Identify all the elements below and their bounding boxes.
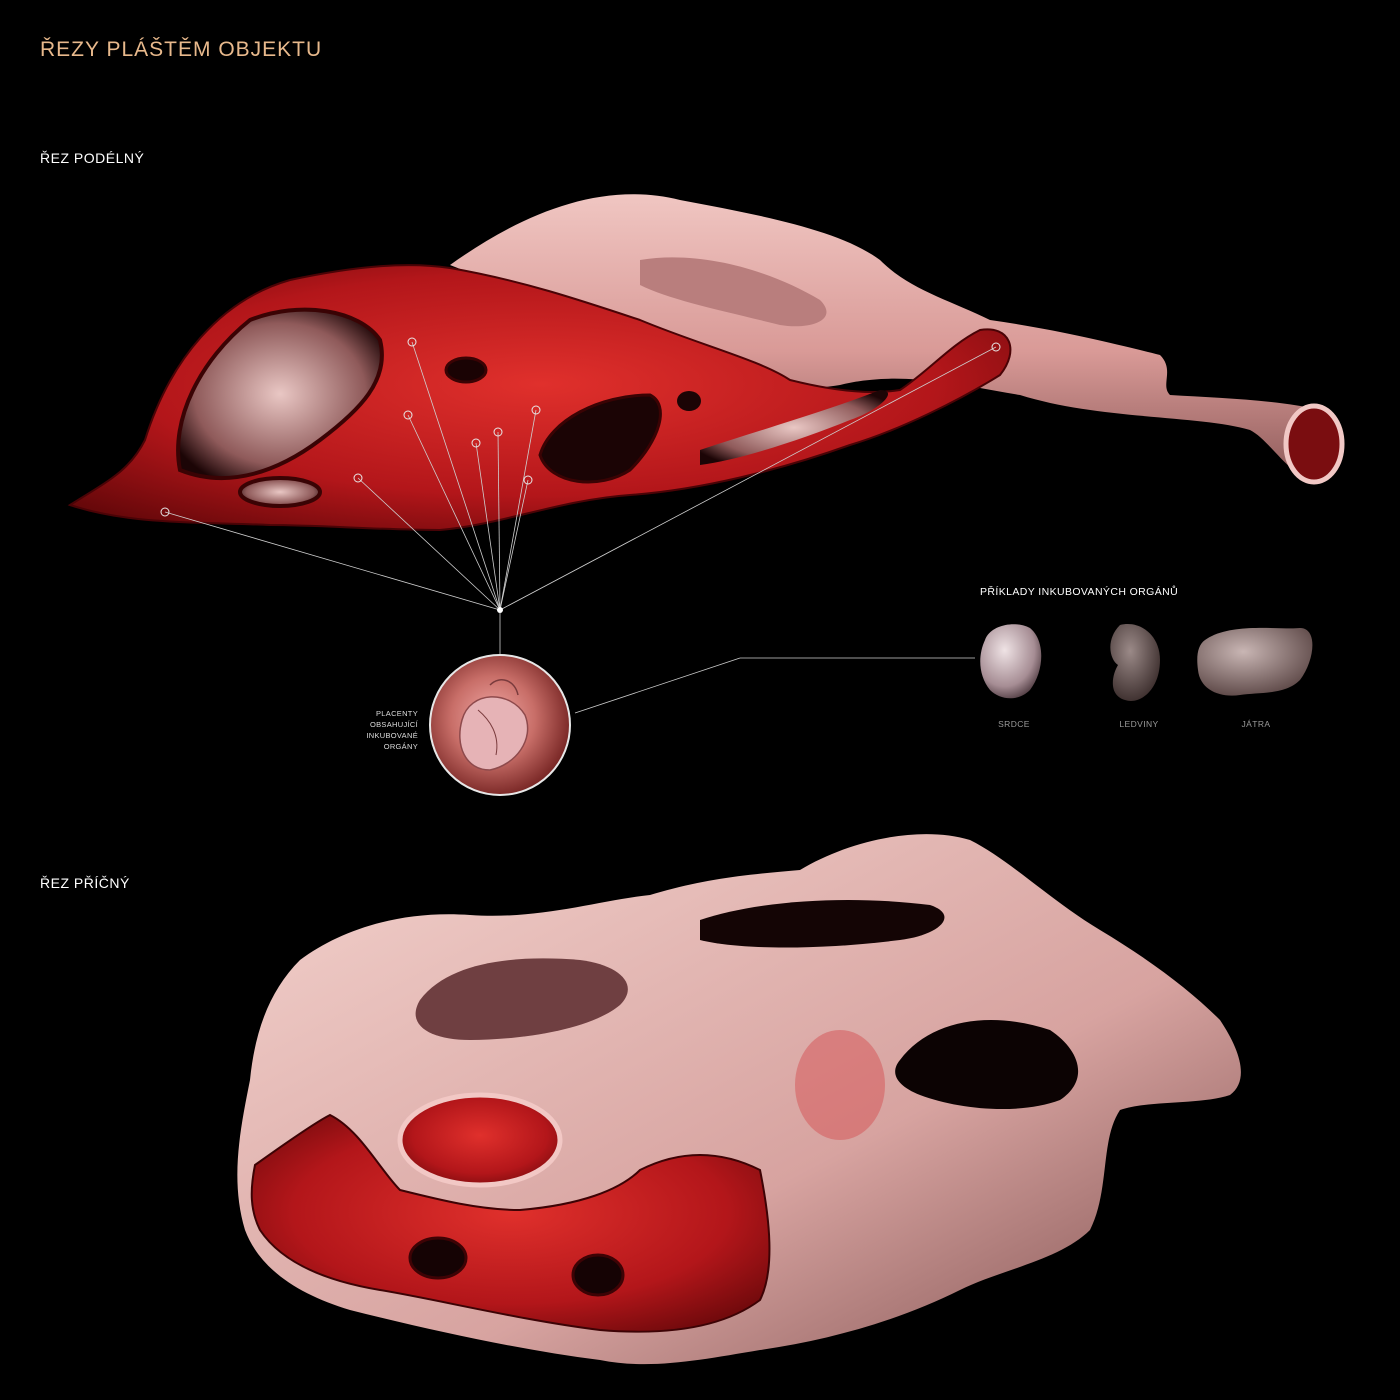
void-right-long bbox=[700, 390, 889, 465]
kidney-organ-icon bbox=[1110, 624, 1160, 701]
reddish-patch bbox=[795, 1030, 885, 1140]
ribbed-cavity bbox=[640, 257, 827, 327]
liver-organ-icon bbox=[1197, 627, 1313, 696]
leader-hub-dot bbox=[497, 607, 503, 613]
cross-section-illustration bbox=[237, 834, 1241, 1365]
void-right-small bbox=[677, 391, 701, 411]
placenta-caption-line: OBSAHUJÍCÍ bbox=[369, 720, 418, 729]
cut-section-front bbox=[250, 1113, 771, 1333]
leader-lines bbox=[164, 341, 997, 714]
section-title-longitudinal: ŘEZ PODÉLNÝ bbox=[40, 150, 145, 166]
placenta-caption: PLACENTY OBSAHUJÍCÍ INKUBOVANÉ ORGÁNY bbox=[298, 708, 418, 752]
opening-right bbox=[895, 1020, 1079, 1110]
section-title-cross: ŘEZ PŘÍČNÝ bbox=[40, 875, 130, 891]
cross-void-left bbox=[408, 1236, 468, 1280]
opening-back bbox=[700, 900, 945, 948]
tube-opening-right bbox=[1283, 403, 1345, 485]
placenta-caption-line: PLACENTY bbox=[376, 709, 418, 718]
longitudinal-section-illustration bbox=[67, 194, 1345, 714]
void-round-center bbox=[444, 356, 488, 384]
void-right-cluster bbox=[538, 393, 662, 484]
page-title: ŘEZY PLÁŠTĚM OBJEKTU bbox=[40, 38, 323, 61]
cross-void-right bbox=[571, 1253, 625, 1297]
placenta-caption-line: ORGÁNY bbox=[383, 742, 418, 751]
organs-title: PŘÍKLADY INKUBOVANÝCH ORGÁNŮ bbox=[980, 586, 1179, 598]
heart-organ-icon bbox=[980, 624, 1042, 699]
void-large-left bbox=[176, 307, 384, 480]
placenta-detail-circle bbox=[429, 654, 571, 796]
organ-thumbnails bbox=[980, 624, 1313, 701]
placenta-markers bbox=[160, 337, 1001, 517]
void-small-bottom bbox=[238, 476, 322, 508]
organ-label-kidney: LEDVINY bbox=[1119, 719, 1159, 729]
organ-label-heart: SRDCE bbox=[998, 719, 1030, 729]
organ-label-liver: JÁTRA bbox=[1241, 719, 1271, 729]
opening-upper-left bbox=[415, 958, 628, 1040]
cut-section-round bbox=[397, 1092, 563, 1188]
placenta-caption-line: INKUBOVANÉ bbox=[366, 731, 418, 740]
